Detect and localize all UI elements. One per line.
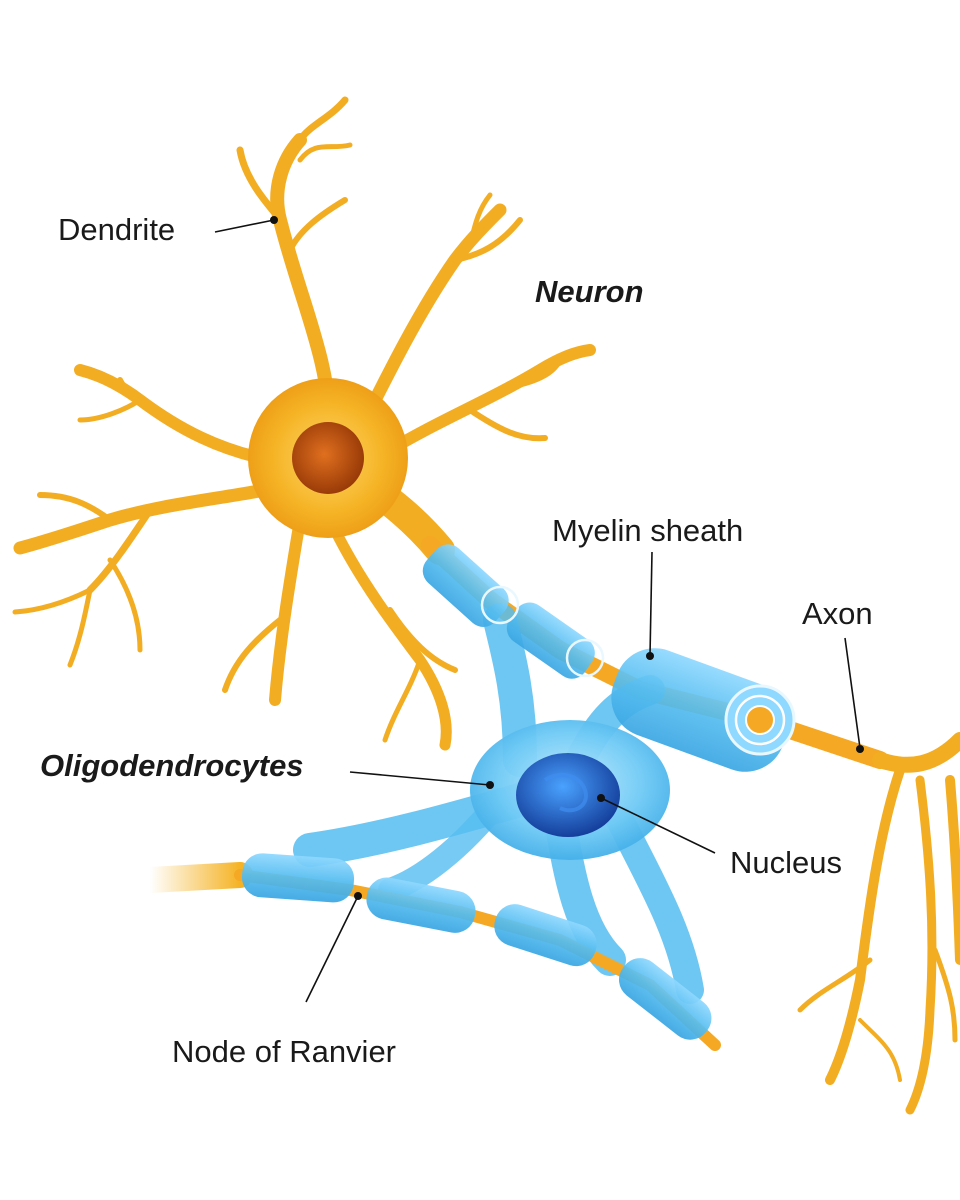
label-axon: Axon <box>802 596 873 753</box>
glia-nucleus <box>516 753 620 837</box>
dendrite-label: Dendrite <box>58 212 175 247</box>
nucleus-dot <box>597 794 605 802</box>
myelin-sheath-label: Myelin sheath <box>552 513 743 548</box>
axon-terminal <box>797 732 960 1115</box>
oligodendrocytes-leader <box>349 771 491 786</box>
oligodendrocytes-label: Oligodendrocytes <box>40 748 304 783</box>
myelin-sheaths-main <box>422 544 796 772</box>
dendrite-dot <box>270 216 278 224</box>
nucleus-label: Nucleus <box>730 845 842 880</box>
label-oligodendrocytes: Oligodendrocytes <box>40 748 494 789</box>
dendrite-leader <box>214 219 275 233</box>
neuron-nucleus <box>292 422 364 494</box>
myelin-sheath-leader <box>649 551 653 656</box>
node-of-ranvier-dot <box>354 892 362 900</box>
myelin-sheaths-lower <box>241 853 712 1040</box>
neuron-dendrites <box>12 96 596 751</box>
lower-axon-fade <box>137 862 253 893</box>
label-dendrite: Dendrite <box>58 212 278 247</box>
label-nucleus: Nucleus <box>597 794 842 880</box>
axon-label: Axon <box>802 596 873 631</box>
axon-dot <box>856 745 864 753</box>
myelin-sheath-dot <box>646 652 654 660</box>
oligodendrocytes-dot <box>486 781 494 789</box>
neuron-label: Neuron <box>535 274 644 309</box>
axon-leader <box>844 637 861 749</box>
node-of-ranvier-leader <box>305 895 359 1003</box>
node-of-ranvier-label: Node of Ranvier <box>172 1034 396 1069</box>
label-node-of-ranvier: Node of Ranvier <box>172 892 396 1069</box>
label-myelin-sheath: Myelin sheath <box>552 513 743 660</box>
nucleus-leader <box>600 797 716 854</box>
